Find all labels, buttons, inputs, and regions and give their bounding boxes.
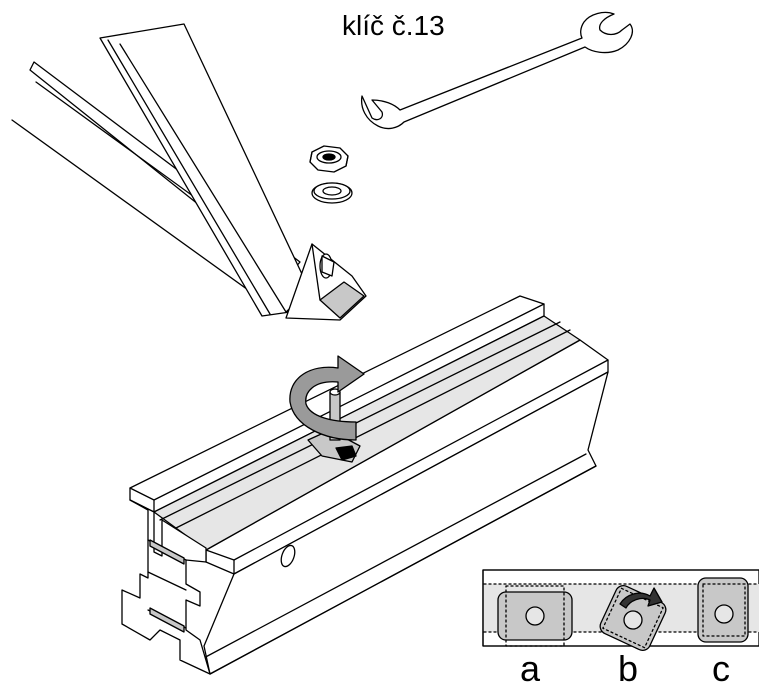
angle-bracket [285,243,367,321]
step-label-b: b [618,648,639,689]
wrench-icon [360,11,633,130]
step-c-nut [697,577,749,643]
step-label-a: a [520,648,541,689]
step-inset-panel [482,569,759,651]
step-a-nut [497,585,573,647]
support-beams [11,23,319,317]
rotation-arrow-icon [289,355,365,441]
step-b-nut [599,585,667,651]
step-label-c: c [712,648,730,689]
hex-nut-icon [309,145,349,173]
washer-icon [311,182,353,204]
wrench-size-label: klíč č.13 [342,10,445,41]
slot-nut-with-bolt [307,388,361,463]
